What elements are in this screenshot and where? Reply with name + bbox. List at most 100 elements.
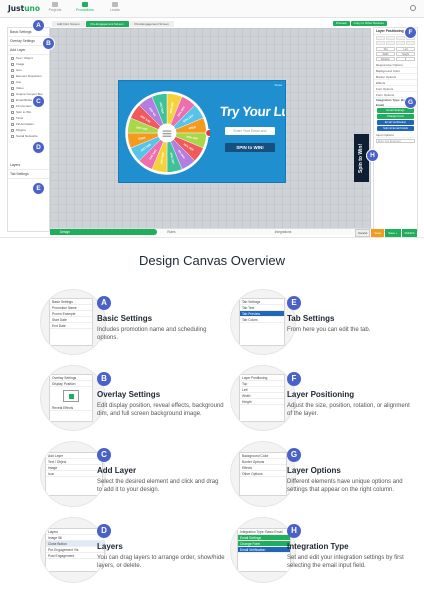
step-design[interactable]: Design — [50, 229, 158, 235]
tab-settings-section[interactable]: Tab Settings — [8, 170, 49, 179]
add-layer-item[interactable]: Cat — [8, 79, 49, 85]
step-integrations[interactable]: Integrations — [274, 230, 292, 234]
add-layer-item[interactable]: Image — [8, 61, 49, 67]
add-layer-item[interactable]: Timer — [8, 115, 49, 121]
email-settings-button[interactable]: Email Settings — [377, 108, 414, 113]
feature-desc: Adjust the size, position, rotation, or … — [287, 403, 410, 417]
add-layer-item[interactable]: Fill Animation — [8, 121, 49, 127]
feature-thumbnail: Basic Settings Promotion Name Promo Exam… — [40, 289, 106, 355]
add-layer-item[interactable]: Social Networks — [8, 133, 49, 139]
placeholder-field[interactable]: Enter Your Email and — [376, 139, 415, 143]
alignment-buttons[interactable] — [374, 35, 417, 46]
nav-projects[interactable]: Projects — [44, 2, 66, 12]
overlay-settings-section[interactable]: Overlay Settings — [8, 37, 49, 46]
top-input[interactable]: Top — [376, 47, 395, 51]
wheel-slice-label: 30% OFF — [159, 101, 165, 114]
add-layer-item[interactable]: Video — [8, 85, 49, 91]
z-input[interactable]: Z — [396, 57, 415, 61]
tab-intro-screen[interactable]: Add Intro Screen — [52, 21, 85, 27]
add-layer-item[interactable]: Element Dropdown — [8, 73, 49, 79]
layer-type-icon — [11, 128, 14, 132]
feature-desc: From here you can edit the tab. — [287, 327, 371, 333]
save-plus-button[interactable]: Save + — [385, 229, 401, 237]
add-layer-item[interactable]: Spin to Win — [8, 109, 49, 115]
feature-thumbnail: Background Color Border Options Effects … — [230, 441, 296, 507]
tab-post-engagement[interactable]: Post-Engagement Screen — [129, 21, 174, 27]
step-rules[interactable]: Rules — [167, 230, 176, 234]
overview-title: Design Canvas Overview — [139, 253, 285, 268]
thumb-tab-settings: Tab Settings Tab Text Tab Preview Tab Co… — [239, 298, 285, 346]
email-input[interactable]: Enter Your Email and — [225, 127, 275, 135]
add-layer-item[interactable]: Text / Object — [8, 55, 49, 61]
callout-badge-e: E — [33, 183, 44, 194]
feature-badge: F — [287, 372, 301, 386]
feature-thumbnail: Layers Image 56 Close Button Pre-Engagem… — [40, 517, 106, 583]
add-layer-item[interactable]: Plugins — [8, 127, 49, 133]
effects[interactable]: Effects — [374, 80, 417, 86]
feature-desc: Select the desired element and click and… — [97, 479, 219, 493]
popup-headline[interactable]: Try Your Luck! — [219, 104, 286, 119]
save-button[interactable]: Save — [371, 229, 385, 237]
feature-thumbnail: Overlay Settings Display Position Reveal… — [40, 365, 106, 431]
layer-item-label: Spin to Win — [16, 110, 32, 114]
border-options[interactable]: Border Options — [374, 74, 417, 80]
cancel-button[interactable]: Cancel — [355, 229, 371, 237]
add-layer-item[interactable]: Fb Connect — [8, 103, 49, 109]
feature-layers: Layers Image 56 Close Button Pre-Engagem… — [40, 517, 240, 589]
preview-button[interactable]: Preview — [333, 21, 350, 26]
feature-desc: You can drag layers to arrange order, sh… — [97, 555, 225, 569]
top-nav: Projects Promotions Leads — [44, 2, 126, 12]
nav-leads[interactable]: Leads — [104, 2, 126, 12]
layers-section[interactable]: Layers — [8, 161, 49, 170]
layer-item-label: Fill Animation — [16, 122, 34, 126]
change-form-button[interactable]: Change Form — [377, 114, 414, 119]
left-input[interactable]: Left — [396, 47, 415, 51]
thumb-text: End Date — [50, 323, 92, 329]
feature-layer-options: Background Color Border Options Effects … — [230, 441, 424, 513]
spin-to-win-button[interactable]: SPIN to WIN! — [225, 143, 275, 152]
height-input[interactable]: Height — [396, 52, 415, 56]
layer-positioning-header[interactable]: Layer Positioning — [374, 28, 417, 35]
feature-desc: Includes promotion name and scheduling o… — [97, 327, 207, 341]
add-layer-item[interactable]: Email Button — [8, 97, 49, 103]
thumb-layers: Layers Image 56 Close Button Pre-Engagem… — [45, 528, 105, 572]
app-logo[interactable]: Justuno — [8, 4, 41, 13]
basic-settings-section[interactable]: Basic Settings — [8, 28, 49, 37]
add-layer-item[interactable]: Icon — [8, 67, 49, 73]
layer-item-label: Text / Object — [16, 56, 33, 60]
publish-button[interactable]: Publish — [401, 229, 418, 237]
feature-thumbnail: Layer Positioning Top Left Width Height — [230, 365, 296, 431]
tab-pre-engagement[interactable]: Pre-Engagement Screen — [85, 21, 129, 27]
input-options[interactable]: Input Options — [374, 132, 417, 138]
feature-title: Layer Positioning — [287, 390, 355, 399]
thumb-text: Email Verification — [238, 547, 290, 553]
submit-email-fields-button[interactable]: Submit Email Fields — [377, 126, 414, 131]
rotation-input[interactable]: Rotation — [376, 57, 395, 61]
nav-promotions[interactable]: Promotions — [74, 2, 96, 12]
layer-item-label: Fb Connect — [16, 104, 32, 108]
font-options[interactable]: Font Options — [374, 86, 417, 92]
email-verification-button[interactable]: Email Verification — [377, 120, 414, 125]
feature-title: Basic Settings — [97, 314, 153, 323]
thumb-text: Post Engagement — [46, 553, 104, 559]
thumb-text: Icon — [46, 471, 102, 477]
width-input[interactable]: Width — [376, 52, 395, 56]
folder-icon — [52, 2, 58, 7]
background-color[interactable]: Background Color — [374, 68, 417, 74]
thumb-layer-options: Background Color Border Options Effects … — [239, 452, 287, 496]
add-layer-section[interactable]: Add Layer — [8, 46, 49, 55]
form-options[interactable]: Form Options — [374, 92, 417, 98]
responsive-options[interactable]: Responsive Options — [374, 62, 417, 68]
popup-close[interactable]: Close — [274, 83, 282, 87]
copy-devices-button[interactable]: Copy to Other Devices — [350, 21, 387, 26]
gear-icon[interactable] — [410, 5, 416, 11]
thumb-overlay-settings: Overlay Settings Display Position Reveal… — [49, 374, 93, 422]
add-layer-item[interactable]: Unique Coupon Box — [8, 91, 49, 97]
feature-title: Overlay Settings — [97, 390, 161, 399]
layer-item-label: Timer — [16, 116, 24, 120]
wheel-slice-label: 5% OFF — [148, 106, 157, 117]
